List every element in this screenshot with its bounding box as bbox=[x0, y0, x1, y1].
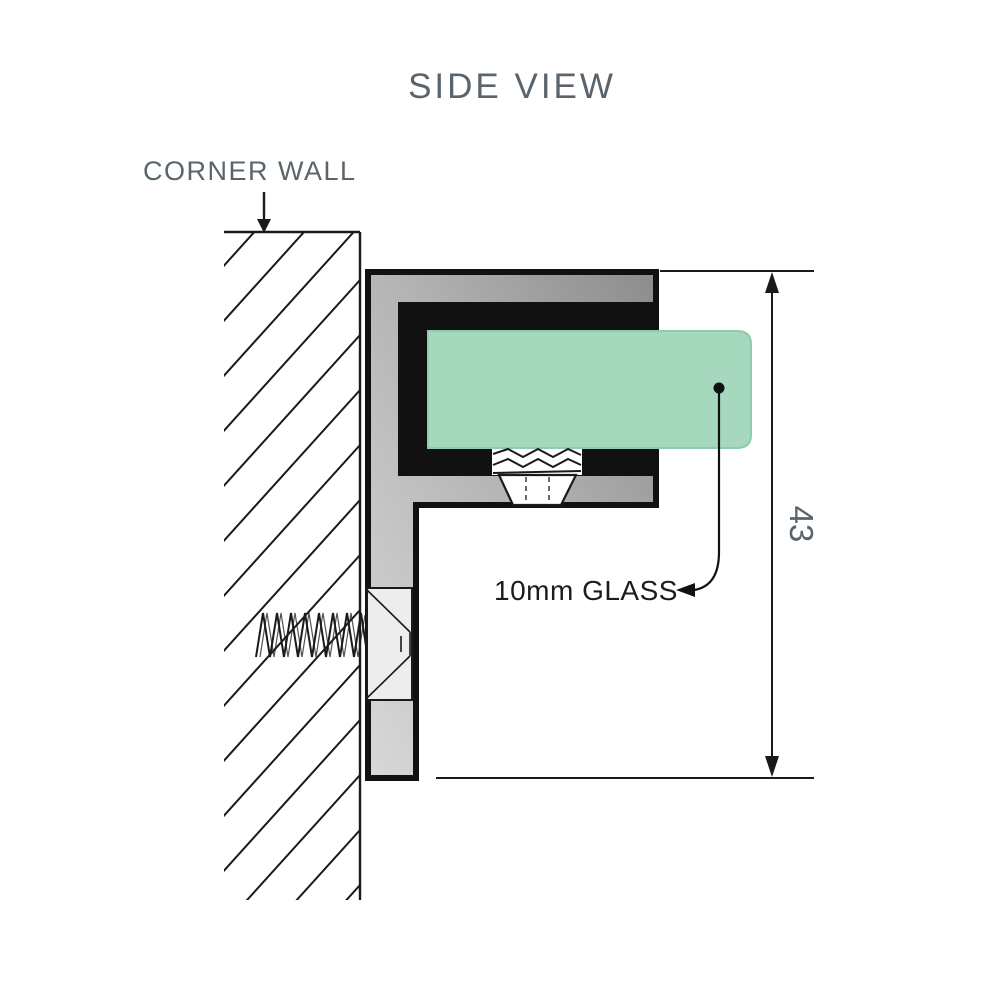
glass-leader-dot bbox=[713, 382, 725, 394]
wall-hatching bbox=[224, 232, 360, 900]
dimension-43: 43 bbox=[436, 270, 820, 779]
dimension-value: 43 bbox=[783, 506, 820, 543]
grub-screw bbox=[492, 447, 582, 507]
glass-callout: 10mm GLASS bbox=[494, 382, 725, 606]
screw-threads bbox=[255, 612, 367, 658]
page-title: SIDE VIEW bbox=[408, 67, 616, 106]
screw-head bbox=[366, 587, 413, 701]
bracket-channel-lining bbox=[398, 302, 656, 476]
corner-wall-arrow-icon bbox=[257, 192, 271, 233]
glass-leader-line bbox=[693, 392, 721, 592]
glass-panel bbox=[427, 330, 752, 449]
corner-wall-arrowhead bbox=[257, 219, 271, 233]
wall bbox=[224, 230, 362, 900]
dimension-arrow-down-icon bbox=[765, 756, 779, 777]
screw-threads-inner bbox=[259, 612, 366, 658]
corner-wall-label: CORNER WALL bbox=[143, 156, 357, 186]
wall-screw bbox=[255, 587, 413, 701]
grub-screw-cone bbox=[497, 473, 578, 507]
glass-label: 10mm GLASS bbox=[494, 575, 678, 606]
grub-screw-thread-lines bbox=[525, 477, 550, 503]
screw-head-countersink-lines bbox=[366, 589, 411, 699]
dimension-arrow-up-icon bbox=[765, 272, 779, 293]
spring-washer bbox=[492, 447, 582, 474]
glass-leader-arrowhead-icon bbox=[676, 583, 695, 597]
